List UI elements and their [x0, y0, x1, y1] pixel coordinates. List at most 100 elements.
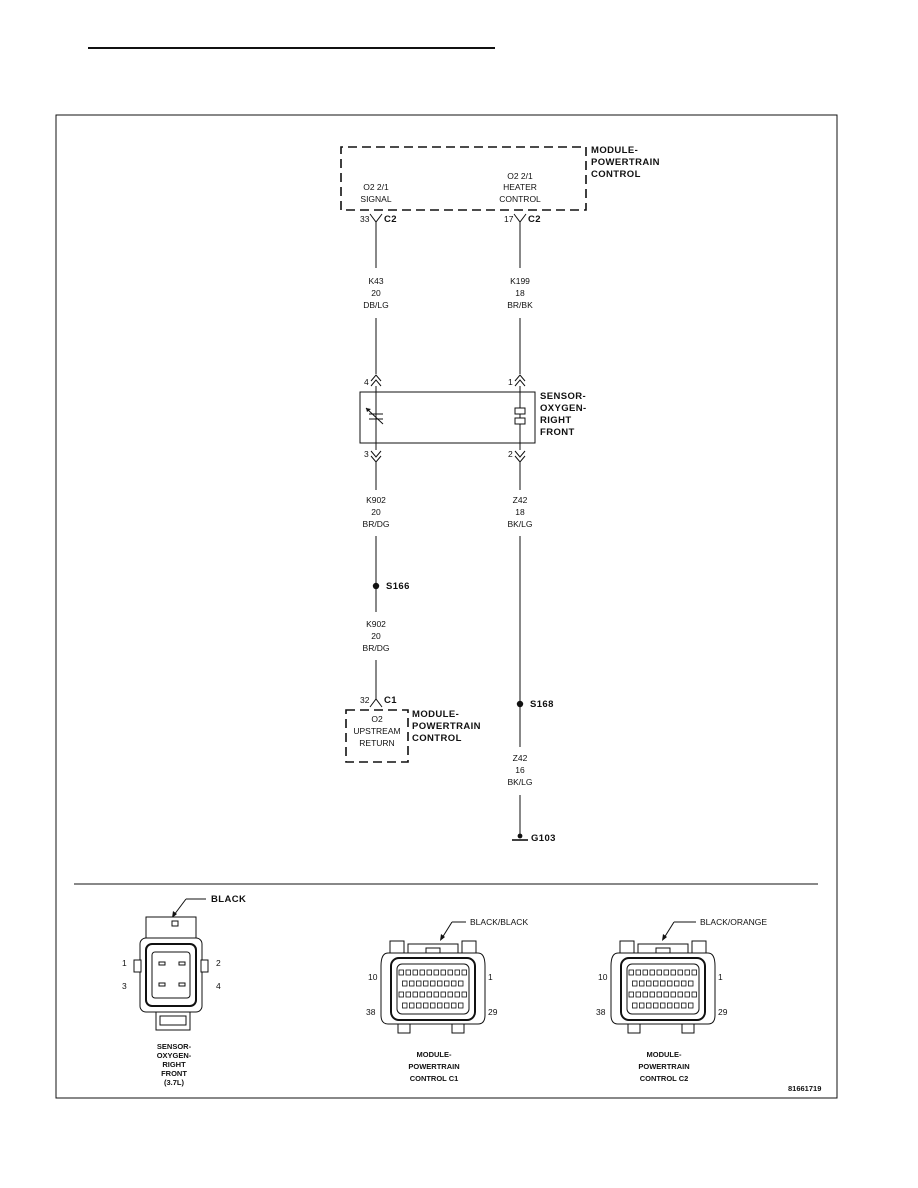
cavity	[656, 991, 662, 998]
sensor-bottom-connector-left: 3	[364, 443, 382, 463]
cavity	[437, 980, 443, 987]
wire-label-k902-a: K902 20 BR/DG	[363, 495, 390, 529]
sensor-top-connector-right: 1	[508, 374, 526, 392]
cavity	[646, 980, 652, 987]
svg-text:FRONT: FRONT	[540, 427, 575, 438]
cavity	[677, 969, 683, 976]
cavity	[454, 969, 460, 976]
cavity	[628, 969, 634, 976]
svg-text:38: 38	[596, 1007, 606, 1017]
cavity	[684, 991, 690, 998]
sensor-title: SENSOR- OXYGEN- RIGHT FRONT	[540, 391, 587, 438]
cavity	[398, 969, 404, 976]
cavity	[653, 1002, 659, 1009]
svg-text:BLACK: BLACK	[211, 894, 246, 905]
cavity	[632, 980, 638, 987]
cavity	[656, 969, 662, 976]
svg-text:BR/BK: BR/BK	[507, 300, 533, 310]
svg-text:20: 20	[371, 288, 381, 298]
wire-label-k199: K199 18 BR/BK	[507, 276, 533, 310]
svg-text:29: 29	[488, 1007, 498, 1017]
cavity	[653, 980, 659, 987]
svg-text:16: 16	[515, 765, 525, 775]
cavity	[670, 991, 676, 998]
svg-text:3: 3	[122, 981, 127, 991]
svg-text:RIGHT: RIGHT	[162, 1060, 186, 1069]
svg-text:MODULE-: MODULE-	[417, 1050, 452, 1059]
svg-text:2: 2	[508, 449, 513, 459]
svg-text:38: 38	[366, 1007, 376, 1017]
svg-text:O2 2/1: O2 2/1	[507, 171, 533, 181]
svg-text:K902: K902	[366, 495, 386, 505]
pcm-top-pin-a: 33 C2	[360, 213, 397, 225]
svg-text:CONTROL C1: CONTROL C1	[410, 1074, 459, 1083]
cavity	[430, 1002, 436, 1009]
pcm-bottom-pin: 32 C1	[360, 695, 397, 708]
svg-text:20: 20	[371, 507, 381, 517]
cavity	[642, 969, 648, 976]
svg-text:Z42: Z42	[513, 495, 528, 505]
pin-grid	[398, 969, 467, 1009]
cavity	[674, 1002, 680, 1009]
svg-text:4: 4	[216, 981, 221, 991]
cavity	[691, 991, 697, 998]
cavity	[402, 1002, 408, 1009]
svg-text:CONTROL: CONTROL	[412, 733, 462, 744]
cavity	[416, 980, 422, 987]
cavity	[663, 969, 669, 976]
svg-text:(3.7L): (3.7L)	[164, 1078, 185, 1087]
wire-label-z42-b: Z42 16 BK/LG	[507, 753, 532, 787]
connector-view-pcm-c1: BLACK/BLACK 10 1 38 29 MODULE- POWERTRAI…	[366, 917, 528, 1083]
svg-text:OXYGEN-: OXYGEN-	[157, 1051, 192, 1060]
svg-text:BR/DG: BR/DG	[363, 519, 390, 529]
cavity	[444, 1002, 450, 1009]
cavity	[437, 1002, 443, 1009]
cavity	[639, 1002, 645, 1009]
svg-text:CONTROL C2: CONTROL C2	[640, 1074, 689, 1083]
svg-text:RETURN: RETURN	[359, 738, 394, 748]
sensor-body	[359, 391, 536, 444]
svg-text:29: 29	[718, 1007, 728, 1017]
cavity	[670, 969, 676, 976]
cavity	[426, 991, 432, 998]
svg-text:2: 2	[216, 958, 221, 968]
pcm-bottom: O2 UPSTREAM RETURN MODULE- POWERTRAIN CO…	[345, 709, 481, 763]
variable-resistor-icon	[365, 407, 384, 425]
cavity	[416, 1002, 422, 1009]
svg-text:BR/DG: BR/DG	[363, 643, 390, 653]
svg-text:1: 1	[508, 377, 513, 387]
svg-text:POWERTRAIN: POWERTRAIN	[408, 1062, 459, 1071]
svg-text:OXYGEN-: OXYGEN-	[540, 403, 587, 414]
svg-text:BK/LG: BK/LG	[507, 777, 532, 787]
svg-text:C2: C2	[528, 214, 541, 225]
cavity	[412, 991, 418, 998]
svg-text:18: 18	[515, 288, 525, 298]
cavity	[667, 980, 673, 987]
svg-text:10: 10	[598, 972, 608, 982]
svg-text:POWERTRAIN: POWERTRAIN	[638, 1062, 689, 1071]
cavity	[423, 1002, 429, 1009]
sensor-top-connector-left: 4	[364, 374, 382, 392]
cavity	[423, 980, 429, 987]
svg-text:SIGNAL: SIGNAL	[360, 194, 391, 204]
cavity	[649, 969, 655, 976]
cavity	[451, 980, 457, 987]
svg-text:HEATER: HEATER	[503, 182, 537, 192]
cavity	[430, 980, 436, 987]
cavity	[660, 1002, 666, 1009]
pcm-top: MODULE- POWERTRAIN CONTROL O2 2/1 SIGNAL…	[340, 145, 660, 211]
cavity	[635, 969, 641, 976]
heater-element-icon	[514, 407, 526, 425]
cavity	[405, 991, 411, 998]
svg-text:MODULE-: MODULE-	[647, 1050, 682, 1059]
svg-text:MODULE-: MODULE-	[591, 145, 638, 156]
wire-label-z42-a: Z42 18 BK/LG	[507, 495, 532, 529]
cavity	[677, 991, 683, 998]
svg-text:Z42: Z42	[513, 753, 528, 763]
svg-text:S168: S168	[530, 699, 554, 710]
svg-text:MODULE-: MODULE-	[412, 709, 459, 720]
svg-text:18: 18	[515, 507, 525, 517]
svg-text:O2 2/1: O2 2/1	[363, 182, 389, 192]
figure-id: 81661719	[788, 1084, 821, 1093]
cavity	[440, 991, 446, 998]
